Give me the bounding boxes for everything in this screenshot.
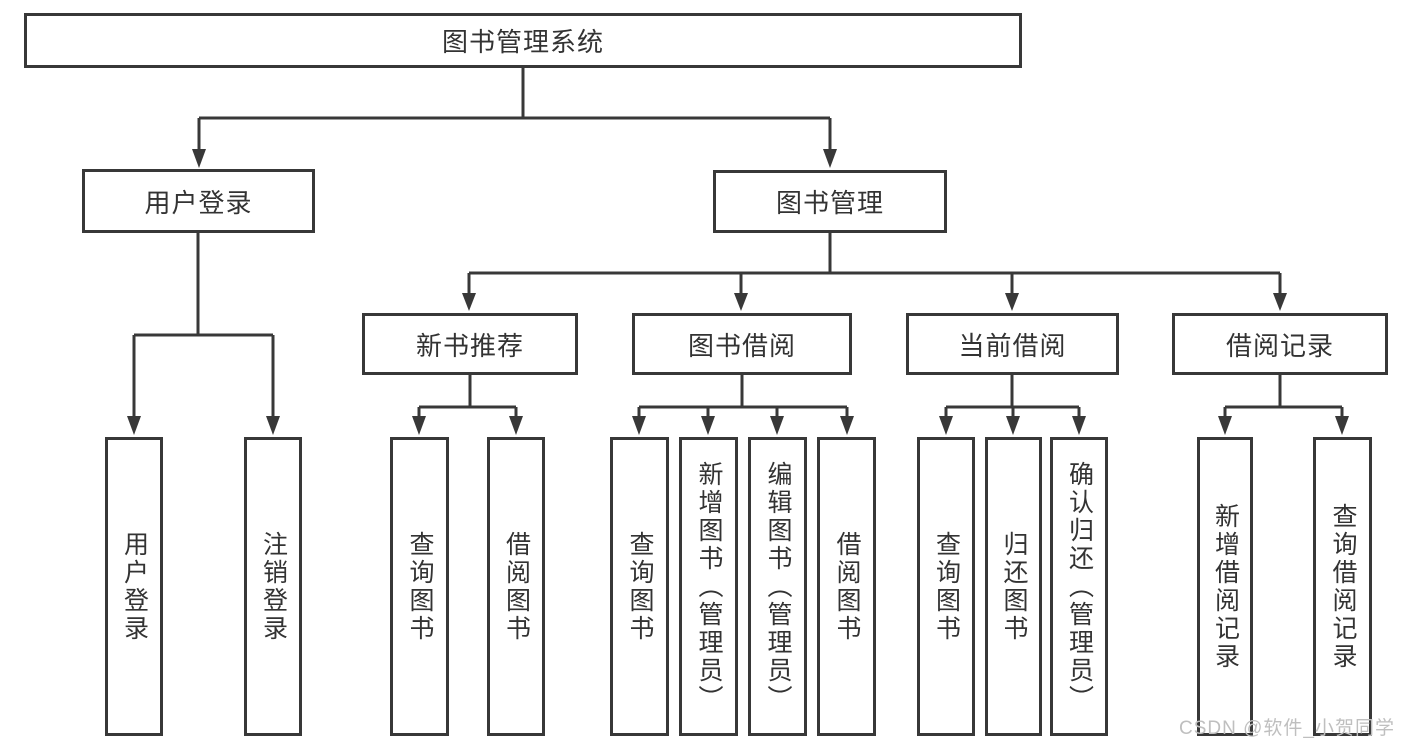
leaf-query-books-3-label: 查询图书 [932, 530, 961, 643]
node-current-borrowing: 当前借阅 [906, 313, 1119, 375]
node-borrowing-records: 借阅记录 [1172, 313, 1388, 375]
leaf-query-books-1: 查询图书 [390, 437, 449, 736]
leaf-edit-books-admin-label: 编辑图书（管理员） [764, 460, 792, 713]
leaf-borrow-books-2-label: 借阅图书 [833, 530, 861, 643]
node-user-login-label: 用户登录 [144, 187, 253, 218]
leaf-edit-books-admin: 编辑图书（管理员） [748, 437, 807, 736]
node-borrowing-records-label: 借阅记录 [1225, 330, 1334, 361]
watermark: CSDN @软件_小贺同学 [1179, 718, 1395, 739]
leaf-confirm-return-admin: 确认归还（管理员） [1050, 437, 1108, 736]
leaf-return-books-label: 归还图书 [1000, 530, 1028, 643]
leaf-borrow-books-1-label: 借阅图书 [502, 530, 531, 643]
leaf-confirm-return-admin-label: 确认归还（管理员） [1065, 460, 1094, 713]
leaf-add-borrow-record-label: 新增借阅记录 [1211, 502, 1240, 671]
node-book-management-label: 图书管理 [775, 188, 884, 218]
leaf-query-books-2: 查询图书 [610, 437, 669, 736]
leaf-query-books-1-label: 查询图书 [406, 530, 434, 643]
leaf-return-books: 归还图书 [985, 437, 1042, 736]
leaf-add-books-admin-label: 新增图书（管理员） [695, 460, 723, 713]
leaf-query-books-2-label: 查询图书 [626, 530, 654, 643]
leaf-query-borrow-record: 查询借阅记录 [1313, 437, 1372, 736]
leaf-borrow-books-2: 借阅图书 [817, 437, 876, 736]
node-book-borrowing-label: 图书借阅 [687, 330, 796, 361]
node-book-borrowing: 图书借阅 [632, 313, 852, 375]
leaf-user-login-label: 用户登录 [120, 530, 149, 643]
node-user-login: 用户登录 [82, 169, 315, 233]
leaf-query-books-3: 查询图书 [917, 437, 975, 736]
leaf-borrow-books-1: 借阅图书 [487, 437, 545, 736]
node-root: 图书管理系统 [24, 13, 1022, 68]
node-new-book-recommend: 新书推荐 [362, 313, 578, 375]
leaf-logout-label: 注销登录 [259, 530, 288, 643]
leaf-add-books-admin: 新增图书（管理员） [679, 437, 738, 736]
node-new-book-recommend-label: 新书推荐 [415, 330, 524, 361]
leaf-user-login: 用户登录 [105, 437, 163, 736]
node-current-borrowing-label: 当前借阅 [958, 330, 1067, 361]
leaf-add-borrow-record: 新增借阅记录 [1197, 437, 1253, 736]
leaf-query-borrow-record-label: 查询借阅记录 [1329, 502, 1357, 671]
leaf-logout: 注销登录 [244, 437, 302, 736]
node-root-label: 图书管理系统 [441, 27, 604, 57]
node-book-management: 图书管理 [713, 170, 947, 233]
